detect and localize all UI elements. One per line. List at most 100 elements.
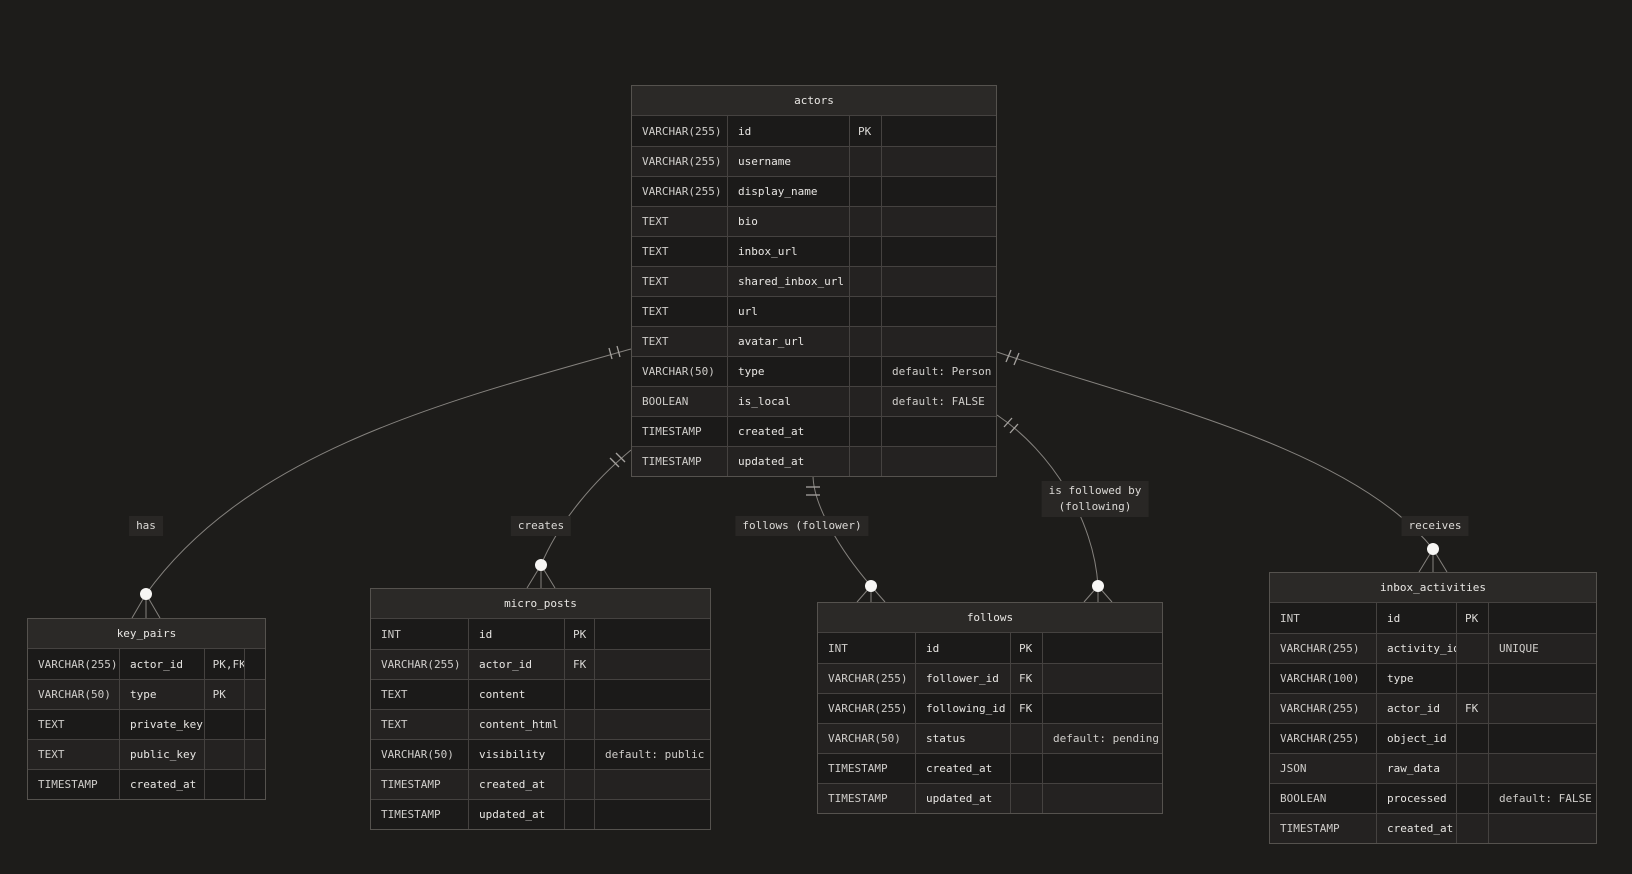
cell-data-type: VARCHAR(255) bbox=[828, 672, 908, 685]
many-cardinality-circle bbox=[1427, 543, 1439, 555]
cell-key-flags bbox=[1010, 784, 1042, 813]
cell-key-flags bbox=[1456, 634, 1488, 663]
cell-default-value bbox=[1488, 603, 1596, 633]
cell-column-name: shared_inbox_url bbox=[727, 267, 849, 296]
cell-column-name: content_html bbox=[468, 710, 564, 739]
cell-default-value: default: pending bbox=[1042, 724, 1162, 753]
cell-column-name: id bbox=[727, 116, 849, 146]
cell-default-value bbox=[1042, 784, 1162, 813]
cell-column-name: inbox_url bbox=[727, 237, 849, 266]
cell-key-flags: PK bbox=[564, 619, 594, 649]
cell-key-flags bbox=[1456, 664, 1488, 693]
cell-key-flags bbox=[849, 357, 881, 386]
cell-column-name: type bbox=[727, 357, 849, 386]
cell-key-flags bbox=[849, 327, 881, 356]
cell-default-value bbox=[1488, 754, 1596, 783]
cell-key-flags bbox=[1456, 724, 1488, 753]
cell-data-type: TEXT bbox=[642, 245, 669, 258]
cell-column-name: updated_at bbox=[727, 447, 849, 476]
relationship-line-creates bbox=[540, 449, 632, 566]
cell-column-name: activity_id bbox=[1376, 634, 1456, 663]
cell-column-name: created_at bbox=[915, 754, 1010, 783]
table-title-key_pairs: key_pairs bbox=[28, 619, 265, 649]
cell-default-value bbox=[594, 650, 710, 679]
cell-key-flags bbox=[1010, 724, 1042, 753]
many-cardinality-circle bbox=[1092, 580, 1104, 592]
cell-key-flags: PK bbox=[1010, 633, 1042, 663]
cell-key-flags bbox=[1456, 784, 1488, 813]
cell-column-name: id bbox=[468, 619, 564, 649]
cell-data-type: TEXT bbox=[642, 335, 669, 348]
table-row: VARCHAR(255)display_name bbox=[632, 176, 996, 206]
relationship-label-receives: receives bbox=[1401, 516, 1469, 536]
cell-column-name: actor_id bbox=[1376, 694, 1456, 723]
cell-key-flags: PK bbox=[849, 116, 881, 146]
cell-data-type: TIMESTAMP bbox=[381, 778, 441, 791]
cell-column-name: created_at bbox=[1376, 814, 1456, 843]
cell-key-flags bbox=[849, 297, 881, 326]
cell-column-name: created_at bbox=[727, 417, 849, 446]
table-row: VARCHAR(255)object_id bbox=[1270, 723, 1596, 753]
cell-data-type: VARCHAR(100) bbox=[1280, 672, 1360, 685]
cell-column-name: id bbox=[1376, 603, 1456, 633]
cell-key-flags bbox=[1456, 754, 1488, 783]
cell-default-value bbox=[881, 297, 996, 326]
cell-data-type: JSON bbox=[1280, 762, 1307, 775]
cell-default-value bbox=[1488, 814, 1596, 843]
cell-default-value bbox=[881, 237, 996, 266]
cell-column-name: username bbox=[727, 147, 849, 176]
cell-data-type: VARCHAR(50) bbox=[642, 365, 715, 378]
relationship-label-creates: creates bbox=[510, 516, 572, 536]
cell-data-type: TIMESTAMP bbox=[828, 762, 888, 775]
one-cardinality-tick bbox=[615, 452, 626, 463]
cell-default-value bbox=[244, 770, 265, 799]
one-cardinality-tick bbox=[609, 457, 620, 468]
cell-column-name: status bbox=[915, 724, 1010, 753]
cell-data-type: TIMESTAMP bbox=[642, 425, 702, 438]
cell-data-type: TEXT bbox=[642, 215, 669, 228]
cell-default-value: default: public bbox=[594, 740, 710, 769]
cell-data-type: TIMESTAMP bbox=[828, 792, 888, 805]
relationship-line-has bbox=[145, 348, 632, 595]
cell-key-flags bbox=[849, 417, 881, 446]
cell-default-value bbox=[881, 207, 996, 236]
cell-key-flags bbox=[564, 800, 594, 829]
cell-default-value bbox=[881, 177, 996, 206]
table-title-micro_posts: micro_posts bbox=[371, 589, 710, 619]
one-cardinality-tick bbox=[608, 347, 613, 360]
cell-key-flags bbox=[849, 267, 881, 296]
cell-column-name: follower_id bbox=[915, 664, 1010, 693]
cell-column-name: id bbox=[915, 633, 1010, 663]
cell-key-flags bbox=[849, 207, 881, 236]
table-title-follows: follows bbox=[818, 603, 1162, 633]
cell-data-type: VARCHAR(255) bbox=[642, 185, 722, 198]
cell-data-type: TEXT bbox=[38, 718, 65, 731]
cell-data-type: VARCHAR(255) bbox=[642, 124, 722, 138]
cell-column-name: updated_at bbox=[468, 800, 564, 829]
many-cardinality-circle bbox=[865, 580, 877, 592]
cell-default-value bbox=[244, 680, 265, 709]
